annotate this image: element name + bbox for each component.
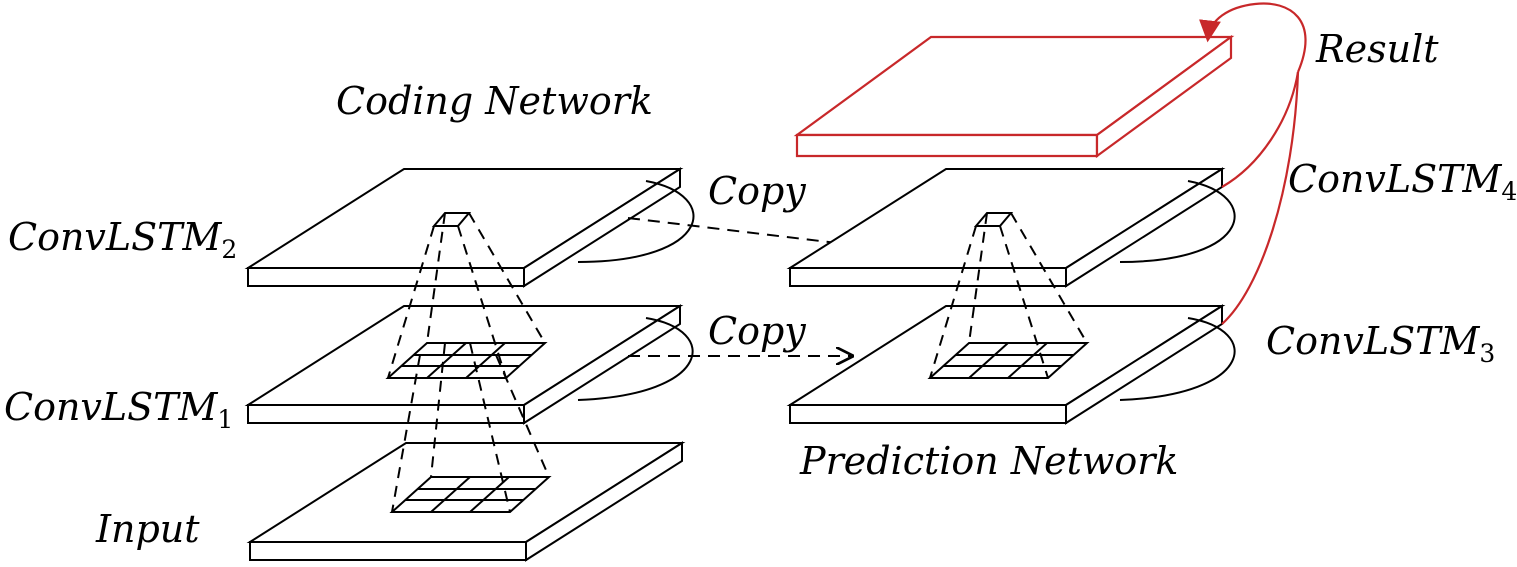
convlstm2-recurrent-loop [577, 180, 695, 263]
convlstm1-layer [244, 304, 684, 425]
convlstm3-layer [786, 304, 1226, 425]
convlstm1-recurrent-loop [577, 317, 694, 401]
receptive-field-conv3-to-conv4 [929, 212, 1088, 379]
coding-network-title: Coding Network [336, 79, 653, 123]
convlstm2-label: ConvLSTM2 [8, 218, 237, 262]
convlstm3-label-subscript: 3 [1479, 339, 1496, 368]
convlstm3-grid [927, 342, 1090, 379]
input-layer [246, 441, 686, 562]
convlstm4-label-subscript: 4 [1501, 177, 1517, 206]
convlstm1-label: ConvLSTM1 [4, 388, 233, 432]
convlstm4-label: ConvLSTM4 [1288, 160, 1517, 204]
prediction-network-title: Prediction Network [800, 439, 1179, 483]
convlstm4-recurrent-loop [1119, 180, 1236, 263]
result-output-connections [1199, 2, 1307, 325]
result-layer [793, 34, 1235, 159]
convlstm1-grid [385, 342, 548, 379]
convlstm3-label: ConvLSTM3 [1266, 322, 1495, 366]
receptive-field-conv1-to-conv2 [387, 212, 546, 379]
copy-label-top: Copy [708, 169, 806, 213]
convlstm2-label-subscript: 2 [221, 235, 238, 264]
convlstm3-recurrent-loop [1119, 317, 1236, 401]
copy-arrow-top [627, 217, 862, 246]
convlstm1-label-subscript: 1 [217, 405, 234, 434]
convlstm2-label-text: ConvLSTM [8, 215, 222, 259]
convlstm1-label-text: ConvLSTM [4, 385, 218, 429]
convlstm2-layer [244, 167, 684, 288]
convlstm4-label-text: ConvLSTM [1288, 157, 1502, 201]
copy-label-bottom: Copy [708, 309, 806, 353]
input-label: Input [96, 507, 200, 551]
convlstm3-label-text: ConvLSTM [1266, 319, 1480, 363]
result-label: Result [1316, 27, 1439, 71]
convlstm4-layer [786, 167, 1226, 288]
